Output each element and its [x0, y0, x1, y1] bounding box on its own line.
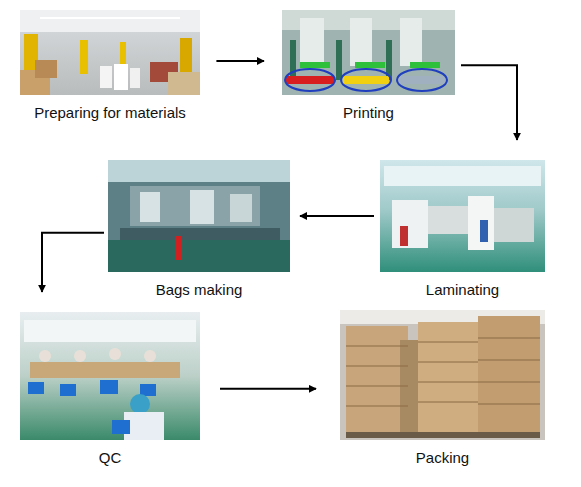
flow-arrow: [216, 60, 264, 62]
process-step: QC: [20, 312, 200, 467]
laminating-photo: [380, 160, 545, 272]
step-caption: Bags making: [108, 281, 290, 299]
step-caption: Laminating: [380, 281, 545, 299]
step-caption: Packing: [340, 449, 545, 467]
flow-arrow: [42, 233, 104, 292]
process-step: Printing: [282, 10, 455, 122]
process-step: Bags making: [108, 160, 290, 299]
step-caption: Printing: [282, 104, 455, 122]
flow-arrow: [300, 215, 374, 217]
qc-photo: [20, 312, 200, 440]
bag-making-photo: [108, 160, 290, 272]
process-step: Preparing for materials: [20, 10, 200, 122]
packing-photo: [340, 310, 545, 440]
flow-arrow: [220, 388, 316, 390]
process-step: Laminating: [380, 160, 545, 299]
warehouse-photo: [20, 10, 200, 95]
step-caption: Preparing for materials: [20, 104, 200, 122]
process-step: Packing: [340, 310, 545, 467]
step-caption: QC: [20, 449, 200, 467]
printing-photo: [282, 10, 455, 95]
flow-arrow: [461, 65, 517, 140]
